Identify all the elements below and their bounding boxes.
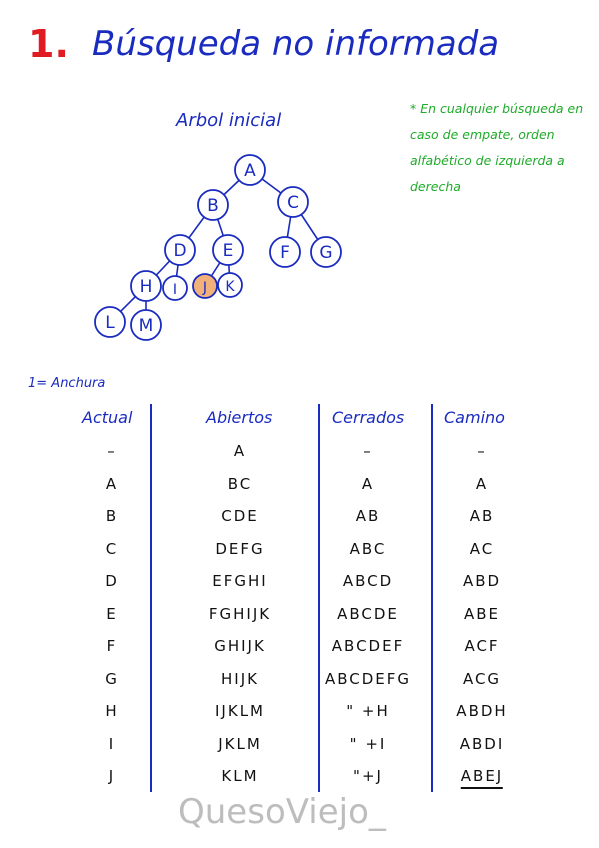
- column-divider: [150, 404, 152, 792]
- table-cell: F: [106, 637, 118, 655]
- table-cell: JKLM: [218, 734, 262, 753]
- table-cell: H: [105, 702, 119, 720]
- table-cell: BC: [227, 474, 253, 493]
- column-header-camino: Camino: [444, 408, 505, 427]
- svg-text:H: H: [140, 277, 153, 297]
- tree-node-M: M: [130, 309, 162, 341]
- table-cell: ABCDE: [337, 604, 399, 623]
- column-header-abiertos: Abiertos: [206, 408, 273, 427]
- svg-text:G: G: [319, 243, 332, 263]
- table-cell: –: [477, 442, 487, 460]
- table-cell: CDE: [221, 507, 259, 525]
- tree-node-H: H: [130, 270, 162, 302]
- table-cell: –: [363, 442, 373, 460]
- tree-node-F: F: [269, 236, 301, 268]
- tree-node-L: L: [94, 306, 126, 338]
- table-cell: ABEJ: [460, 767, 504, 789]
- tree-node-G: G: [310, 236, 342, 268]
- svg-text:B: B: [207, 196, 219, 216]
- page-title: Búsqueda no informada: [92, 24, 500, 64]
- table-cell: " +H: [346, 702, 390, 720]
- table-cell: ABCD: [342, 572, 394, 590]
- svg-text:E: E: [223, 241, 234, 261]
- watermark: QuesoViejo_: [178, 792, 386, 832]
- table-cell: ABDH: [456, 702, 508, 720]
- table-cell: E: [106, 604, 118, 623]
- column-divider: [431, 404, 433, 792]
- table-cell: IJKLM: [215, 702, 265, 720]
- table-cell: D: [105, 572, 119, 590]
- table-cell: ACG: [462, 669, 502, 688]
- table-cell: A: [233, 442, 247, 460]
- table-cell: "+J: [353, 767, 383, 785]
- table-cell: ABC: [349, 539, 387, 558]
- column-header-cerrados: Cerrados: [332, 408, 405, 427]
- table-cell: AB: [469, 507, 495, 525]
- tree-node-C: C: [277, 186, 309, 218]
- table-cell: –: [107, 442, 117, 460]
- svg-text:A: A: [244, 161, 256, 181]
- tree-node-K: K: [217, 272, 243, 298]
- section-title: 1= Anchura: [28, 376, 106, 391]
- tree-node-J: J: [192, 273, 218, 299]
- table-cell: EFGHI: [212, 572, 268, 590]
- table-cell: " +I: [349, 734, 387, 753]
- title-number: 1.: [28, 22, 69, 66]
- table-cell: HIJK: [221, 669, 259, 688]
- svg-text:L: L: [105, 313, 115, 333]
- tree-title: Arbol inicial: [176, 110, 282, 131]
- table-cell: FGHIJK: [208, 604, 272, 623]
- table-cell: AC: [469, 539, 495, 558]
- table-cell: ACF: [464, 637, 500, 655]
- table-cell: J: [108, 767, 116, 785]
- table-cell: GHIJK: [214, 637, 266, 655]
- table-cell: KLM: [221, 767, 259, 785]
- svg-text:D: D: [173, 241, 186, 261]
- table-cell: ABCDEFG: [324, 669, 412, 688]
- tree-node-A: A: [234, 154, 266, 186]
- tree-node-D: D: [164, 234, 196, 266]
- table-cell: C: [105, 539, 119, 558]
- table-cell: DEFG: [215, 539, 265, 558]
- table-cell: AB: [355, 507, 381, 525]
- table-cell: ABDI: [459, 734, 505, 753]
- column-header-actual: Actual: [82, 408, 133, 427]
- tie-break-note: * En cualquier búsqueda en caso de empat…: [410, 101, 584, 194]
- svg-text:K: K: [225, 279, 235, 295]
- table-cell: ABE: [463, 604, 501, 623]
- svg-text:J: J: [202, 280, 207, 296]
- table-cell: ABD: [462, 572, 502, 590]
- table-cell: ABCDEF: [331, 637, 405, 655]
- table-cell: A: [361, 474, 375, 493]
- table-cell: G: [105, 669, 119, 688]
- tree-node-I: I: [162, 275, 188, 301]
- tree-node-E: E: [212, 234, 244, 266]
- tree-node-B: B: [197, 189, 229, 221]
- svg-text:M: M: [139, 316, 154, 336]
- table-cell: A: [475, 474, 489, 493]
- svg-text:C: C: [287, 193, 299, 213]
- column-divider: [318, 404, 320, 792]
- table-cell: I: [108, 734, 116, 753]
- table-cell: A: [105, 474, 119, 493]
- svg-text:F: F: [280, 243, 290, 263]
- svg-text:I: I: [173, 282, 177, 298]
- table-cell: B: [105, 507, 119, 525]
